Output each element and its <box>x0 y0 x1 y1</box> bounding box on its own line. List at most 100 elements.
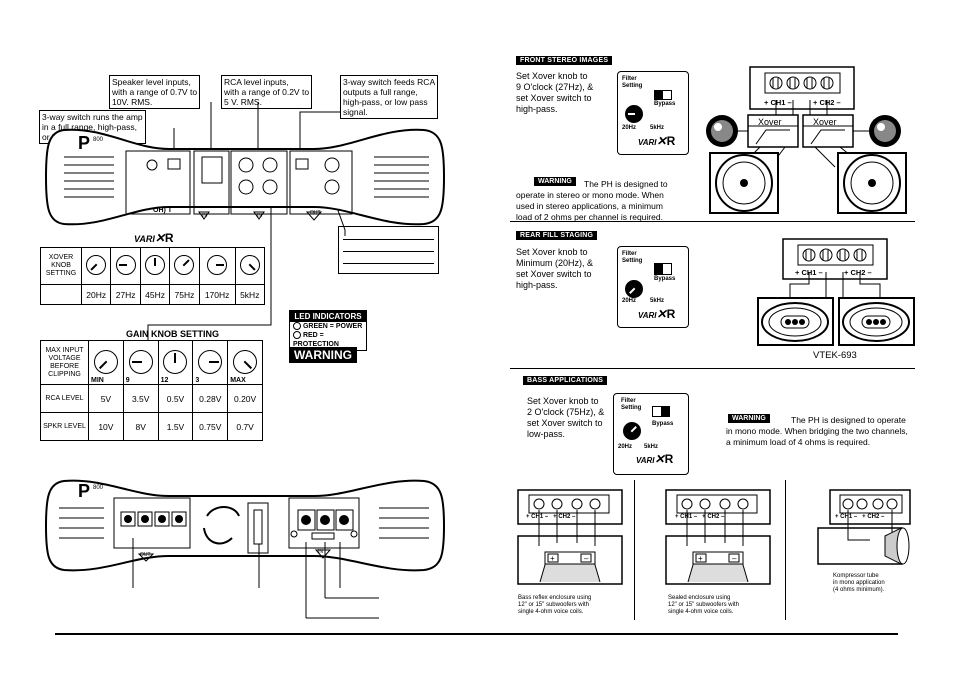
callout-switch-rca: 3-way switch feeds RCA outputs a full ra… <box>340 75 439 119</box>
bass-panel-2-diagram: +– <box>665 489 771 585</box>
gain-row-label: MAX INPUT VOLTAGE BEFORE CLIPPING <box>40 340 89 385</box>
bass-warning-tag: WARNING <box>728 414 770 423</box>
rca-value: 5V <box>88 384 124 413</box>
bass-warning-text: The PH is designed to operate in mono mo… <box>726 415 908 447</box>
rear-instructions: Set Xover knob to Minimum (20Hz), & set … <box>516 247 594 290</box>
amp-top-xover-label: ОН) T <box>153 207 173 214</box>
gain-knob-label: 3 <box>195 377 200 384</box>
spkr-value: 0.75V <box>192 412 229 441</box>
led-circle-icon <box>293 331 301 340</box>
gain-table-title: GAIN KNOB SETTING <box>126 329 220 339</box>
led-green: GREEN = POWER <box>302 323 363 330</box>
xover-brand-r: R <box>164 231 174 245</box>
rear-hz-low: 20Hz <box>622 298 637 304</box>
rca-level-label: RCA LEVEL <box>40 384 89 413</box>
front-diagram <box>706 66 907 214</box>
xover-value: 75Hz <box>169 284 200 305</box>
amp-top-in-label-2: IN <box>257 213 262 219</box>
gain-knob-label: 9 <box>125 377 130 384</box>
rear-brand: VARI✕R <box>638 307 676 321</box>
gain-knob-label: MIN <box>91 377 104 384</box>
bass-header: BASS APPLICATIONS <box>523 376 608 385</box>
rca-value: 0.20V <box>227 384 263 413</box>
bass-filter-box: Filter Setting Bypass 20Hz 5kHz VARI✕R <box>613 393 689 475</box>
bass-switch-icon <box>652 406 670 417</box>
page-footer-rule <box>55 633 898 635</box>
gain-knob-3: 12 <box>157 340 194 385</box>
bass-xover-knob <box>623 422 641 440</box>
empty-callout-box <box>338 226 439 274</box>
rca-value: 3.5V <box>122 384 159 413</box>
front-brand: VARI✕R <box>638 134 676 148</box>
amp-top-in-label-1: IN <box>202 213 207 219</box>
gain-knob-5: MAX <box>227 340 263 385</box>
rear-ch2: + CH2 – <box>844 268 872 277</box>
rear-filter-label: Filter Setting <box>622 251 643 264</box>
front-xover1: Xover <box>758 117 782 127</box>
spkr-value: 10V <box>88 412 124 441</box>
front-warning-tag: WARNING <box>534 177 576 186</box>
rear-filter-box: Filter Setting Bypass 20Hz 5kHz VARI✕R <box>617 246 689 328</box>
rca-value: 0.5V <box>157 384 194 413</box>
xover-brand-text: VARI <box>134 234 155 244</box>
front-header: FRONT STEREO IMAGES <box>516 56 613 65</box>
xover-knob-1 <box>80 247 112 285</box>
rear-switch-icon <box>654 263 672 275</box>
svg-text:–: – <box>732 554 737 563</box>
amplifier-bottom-panel <box>44 479 446 619</box>
bass-bypass: Bypass <box>652 421 674 427</box>
rear-hz-high: 5kHz <box>650 298 665 304</box>
amp-bottom-in-label: IN <box>318 549 323 555</box>
svg-text:+: + <box>550 554 555 563</box>
led-circle-icon <box>293 322 301 331</box>
xover-knob-6 <box>234 247 266 285</box>
xover-value: 27Hz <box>110 284 141 305</box>
bass-panel-1-caption: Bass reflex enclosure using 12" or 15" s… <box>518 595 592 615</box>
amp-bottom-out-label: OUT <box>140 552 151 558</box>
bass-panel-2-ch: + CH1 – + CH2 – <box>675 514 725 520</box>
bass-hz-low: 20Hz <box>618 444 633 450</box>
front-xover-knob <box>625 105 643 123</box>
xover-value: 20Hz <box>80 284 112 305</box>
gain-knob-label: 12 <box>160 377 169 384</box>
gain-knob-4: 3 <box>192 340 229 385</box>
xover-row-label: XOVER KNOB SETTING <box>40 247 82 285</box>
bass-panel-3-caption: Kompressor tube in mono application (4 o… <box>833 573 885 593</box>
bass-divider-2 <box>785 480 786 620</box>
callout-speaker-level: Speaker level inputs, with a range of 0.… <box>109 75 201 109</box>
bass-panel-1-ch: + CH1 – + CH2 – <box>526 514 576 520</box>
xover-value: 5kHz <box>234 284 266 305</box>
bass-hz-high: 5kHz <box>644 444 659 450</box>
front-hz-high: 5kHz <box>650 125 665 131</box>
xover-blank-cell <box>40 284 82 305</box>
front-ch2: + CH2 – <box>813 98 841 107</box>
bass-brand: VARI✕R <box>636 452 674 466</box>
gain-knob-table: MAX INPUT VOLTAGE BEFORE CLIPPING MIN 9 … <box>40 340 263 441</box>
bass-panel-1-diagram: +– <box>517 489 623 585</box>
rear-diagram <box>757 238 915 346</box>
rear-xover-knob <box>625 280 643 298</box>
xover-value: 170Hz <box>198 284 236 305</box>
gain-knob-1: MIN <box>88 340 124 385</box>
led-red: RED = PROTECTION <box>293 332 339 348</box>
section-divider-1 <box>510 221 915 222</box>
xover-knob-5 <box>198 247 236 285</box>
xover-value: 45Hz <box>139 284 171 305</box>
front-instructions: Set Xover knob to 9 O'clock (27Hz), & se… <box>516 71 594 114</box>
amp-top-logo: P <box>78 133 91 153</box>
section-divider-2 <box>510 368 915 369</box>
front-filter-box: Filter Setting Bypass 20Hz 5kHz VARI✕R <box>617 71 689 155</box>
front-filter-label: Filter Setting <box>622 76 643 89</box>
amp-bottom-model: 800 <box>93 485 104 491</box>
spkr-value: 0.7V <box>227 412 263 441</box>
xover-knob-2 <box>110 247 141 285</box>
front-xover2: Xover <box>813 117 837 127</box>
spkr-value: 1.5V <box>157 412 194 441</box>
bass-panel-3-ch: + CH1 – + CH2 – <box>835 514 885 520</box>
spkr-value: 8V <box>122 412 159 441</box>
front-ch1: + CH1 – <box>764 98 792 107</box>
amplifier-top-panel <box>44 128 446 226</box>
amp-top-model: 800 <box>93 137 104 143</box>
front-hz-low: 20Hz <box>622 125 637 131</box>
rear-bypass: Bypass <box>654 276 676 282</box>
